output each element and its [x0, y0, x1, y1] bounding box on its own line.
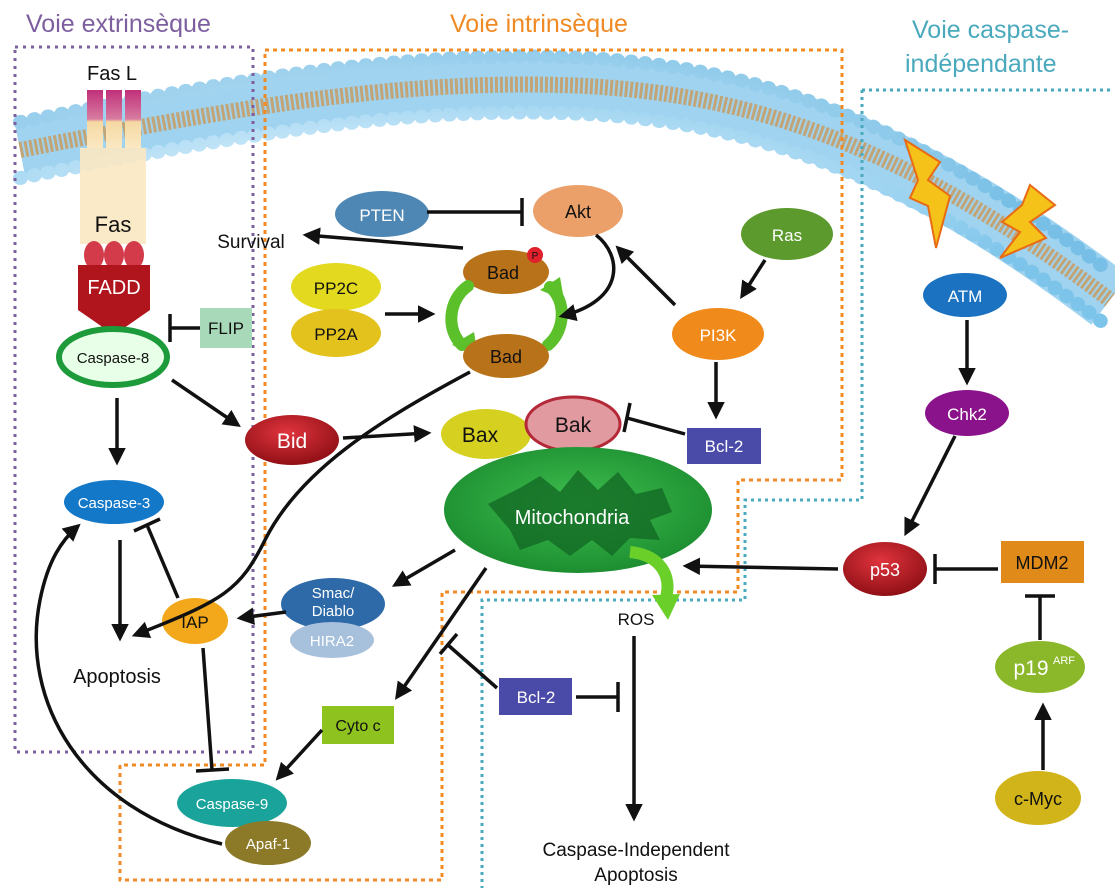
- intrinsic-pathway-title: Voie intrinsèque: [450, 10, 628, 38]
- pp2c-node: [291, 263, 381, 311]
- mdm2-label: MDM2: [1016, 553, 1069, 573]
- fas-label: Fas: [95, 212, 132, 237]
- bcl2-top-label: Bcl-2: [705, 437, 744, 456]
- akt-label: Akt: [565, 202, 591, 222]
- ras-label: Ras: [772, 226, 802, 245]
- pp2a-label: PP2A: [314, 325, 358, 344]
- caspase-3-label: Caspase-3: [78, 495, 151, 512]
- pten-node: [335, 191, 429, 237]
- cytoc-box: [322, 706, 394, 744]
- atm-label: ATM: [948, 287, 983, 306]
- p53-node: [843, 542, 927, 596]
- pathway-edges: [34, 198, 1055, 846]
- fasl-label: Fas L: [87, 63, 137, 85]
- independent-pathway-title-line2: indépendante: [905, 50, 1057, 78]
- flip-label: FLIP: [208, 319, 244, 338]
- fasl-ligand: [87, 90, 141, 148]
- caspase-8-label: Caspase-8: [77, 350, 150, 367]
- bcl2-bottom-box: [499, 678, 572, 715]
- bcl2-bottom-label: Bcl-2: [517, 688, 556, 707]
- fadd-label: FADD: [87, 277, 140, 299]
- caspase-9-node: [177, 779, 287, 827]
- caspase-3-node: [64, 480, 164, 524]
- survival-label: Survival: [217, 232, 285, 253]
- iap-node: [162, 598, 228, 644]
- chk2-node: [925, 390, 1009, 436]
- bax-label: Bax: [462, 424, 499, 447]
- fas-death-domains: [84, 241, 144, 269]
- atm-node: [923, 273, 1007, 317]
- akt-node: [533, 185, 623, 237]
- bad-node: [463, 334, 549, 378]
- pi3k-label: PI3K: [700, 326, 738, 345]
- smac-diablo-node: [281, 578, 385, 630]
- ci-apoptosis-line1: Caspase-Independent: [543, 840, 731, 861]
- cmyc-label: c-Myc: [1014, 789, 1062, 809]
- fadd-adaptor: [78, 265, 150, 335]
- hira2-node: [290, 622, 374, 658]
- pp2c-label: PP2C: [314, 279, 358, 298]
- mitochondria-label: Mitochondria: [515, 507, 630, 529]
- ras-node: [741, 208, 833, 260]
- fas-receptor: [80, 148, 146, 244]
- ros-label: ROS: [618, 610, 655, 629]
- extrinsic-pathway-title: Voie extrinsèque: [26, 10, 211, 38]
- cytoc-label: Cyto c: [335, 718, 380, 735]
- phospho-label: P: [532, 251, 539, 262]
- iap-label: IAP: [181, 613, 208, 632]
- bid-node: [245, 415, 339, 465]
- caspase-8-node: [56, 326, 170, 388]
- chk2-label: Chk2: [947, 405, 987, 424]
- apaf-1-label: Apaf-1: [246, 836, 290, 853]
- phospho-badge: [527, 247, 543, 263]
- ci-apoptosis-line2: Apoptosis: [594, 865, 677, 886]
- smac-label-line2: Diablo: [312, 603, 355, 620]
- bak-label: Bak: [555, 414, 592, 437]
- pp2a-node: [291, 309, 381, 357]
- bid-label: Bid: [277, 430, 307, 453]
- bad-phospho-node: [463, 250, 549, 294]
- p19arf-node: [995, 641, 1085, 693]
- caspase-independent-box: [480, 88, 1110, 888]
- independent-pathway-title-line1: Voie caspase-: [912, 16, 1070, 44]
- mitochondria-cristae: [488, 470, 672, 556]
- mdm2-box: [1001, 541, 1084, 583]
- apoptosis-label: Apoptosis: [73, 666, 161, 688]
- hira2-label: HIRA2: [310, 633, 354, 650]
- bad-label: Bad: [490, 347, 522, 367]
- pi3k-node: [672, 308, 764, 360]
- cmyc-node: [995, 771, 1081, 825]
- arf-superscript: ARF: [1053, 655, 1075, 667]
- apaf-1-node: [225, 821, 311, 865]
- radiation-lightning-icon: [903, 137, 1057, 259]
- bad-phospho-label: Bad: [487, 263, 519, 283]
- bax-node: [441, 409, 531, 459]
- p19-label: p19: [1013, 657, 1048, 680]
- ros-release-arrow: [629, 546, 674, 600]
- smac-label-line1: Smac/: [312, 585, 355, 602]
- pten-label: PTEN: [359, 206, 404, 225]
- caspase-9-label: Caspase-9: [196, 796, 269, 813]
- bcl2-top-box: [687, 428, 761, 464]
- p53-label: p53: [870, 560, 900, 580]
- flip-box: [200, 308, 252, 348]
